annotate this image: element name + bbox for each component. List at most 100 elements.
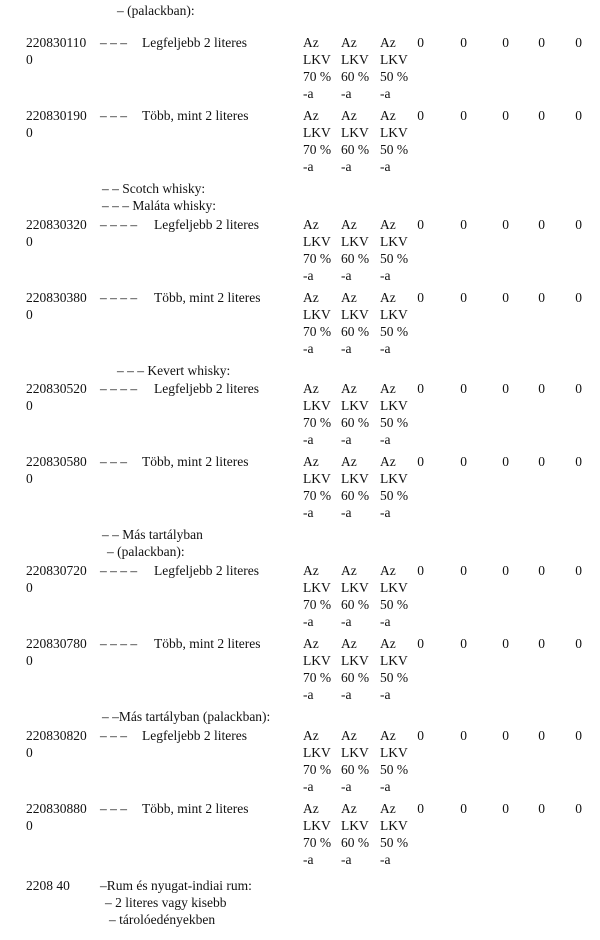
rate-line: Az (303, 801, 319, 816)
rate-line: LKV (303, 818, 331, 833)
rate-line: -a (303, 86, 314, 101)
rate-line: LKV (341, 580, 369, 595)
tariff-code-main: 220830110 (26, 35, 87, 50)
rate-line: -a (303, 159, 314, 174)
rate-percent: 70 % (303, 835, 332, 850)
indent-dashes: – – – (100, 801, 127, 816)
rate-line: -a (341, 432, 352, 447)
rum-heading-line1: –Rum és nyugat-indiai rum: (100, 878, 252, 893)
rate-zero-cell: 0 (417, 636, 424, 651)
rate-percent: 60 % (341, 415, 370, 430)
rate-line: LKV (303, 471, 331, 486)
rate-zero-cell: 0 (502, 381, 509, 396)
tariff-code-main: 220830190 (26, 108, 87, 123)
rate-line: -a (341, 268, 352, 283)
rate-zero-cell: 0 (575, 290, 582, 305)
tariff-description: Több, mint 2 literes (154, 290, 261, 305)
rate-line: -a (341, 852, 352, 867)
rate-line: Az (341, 728, 357, 743)
tariff-code-suffix: 0 (26, 398, 33, 413)
rate-line: LKV (341, 471, 369, 486)
rate-zero-cell: 0 (502, 35, 509, 50)
tariff-code-main: 220830380 (26, 290, 87, 305)
rate-zero-cell: 0 (502, 636, 509, 651)
rate-line: Az (341, 290, 357, 305)
rate-zero-cell: 0 (502, 563, 509, 578)
rate-line: Az (303, 454, 319, 469)
rate-zero-cell: 0 (460, 381, 467, 396)
rate-line: LKV (303, 307, 331, 322)
rate-percent: 60 % (341, 762, 370, 777)
rate-line: -a (380, 505, 391, 520)
rate-zero-cell: 0 (460, 728, 467, 743)
rate-line: -a (303, 432, 314, 447)
rate-percent: 60 % (341, 142, 370, 157)
rate-zero-cell: 0 (575, 217, 582, 232)
rate-zero-cell: 0 (575, 563, 582, 578)
rate-line: LKV (303, 234, 331, 249)
tariff-code-main: 220830520 (26, 381, 87, 396)
indent-dashes: – – – – (100, 217, 138, 232)
tariff-description: Legfeljebb 2 literes (154, 563, 259, 578)
rate-zero-cell: 0 (417, 563, 424, 578)
tariff-code-suffix: 0 (26, 471, 33, 486)
rate-line: -a (303, 614, 314, 629)
rate-line: -a (380, 779, 391, 794)
rate-line: LKV (303, 52, 331, 67)
rate-percent: 60 % (341, 670, 370, 685)
rate-zero-cell: 0 (417, 108, 424, 123)
rate-line: Az (341, 454, 357, 469)
tariff-code-suffix: 0 (26, 818, 33, 833)
rate-percent: 70 % (303, 69, 332, 84)
rate-percent: 50 % (380, 835, 409, 850)
rate-line: LKV (341, 307, 369, 322)
tariff-description: Legfeljebb 2 literes (154, 381, 259, 396)
rate-percent: 60 % (341, 69, 370, 84)
rate-zero-cell: 0 (460, 108, 467, 123)
rate-line: -a (341, 614, 352, 629)
tariff-description: Több, mint 2 literes (154, 636, 261, 651)
rate-line: -a (303, 268, 314, 283)
rate-line: LKV (341, 745, 369, 760)
rate-line: Az (380, 728, 396, 743)
rate-line: -a (341, 159, 352, 174)
rate-line: Az (341, 35, 357, 50)
rate-line: -a (380, 159, 391, 174)
rate-percent: 70 % (303, 670, 332, 685)
tariff-description: Több, mint 2 literes (142, 801, 249, 816)
rate-line: -a (380, 432, 391, 447)
rate-line: Az (380, 801, 396, 816)
rate-line: Az (303, 290, 319, 305)
rate-line: -a (341, 341, 352, 356)
heading-text: – – – Kevert whisky: (117, 363, 231, 378)
tariff-code-main: 220830720 (26, 563, 87, 578)
rate-zero-cell: 0 (575, 801, 582, 816)
tariff-code: 220830880 0 (26, 800, 100, 834)
rate-line: -a (380, 341, 391, 356)
rate-line: -a (380, 614, 391, 629)
tariff-code-main: 220830880 (26, 801, 87, 816)
rum-heading-line3: – tárolóedényekben (109, 912, 216, 927)
rate-line: Az (380, 290, 396, 305)
rate-line: LKV (380, 653, 408, 668)
rate-line: Az (341, 636, 357, 651)
rate-line: -a (303, 779, 314, 794)
rate-line: LKV (341, 234, 369, 249)
rate-line: Az (303, 381, 319, 396)
indent-dashes: – – – – (100, 563, 138, 578)
rate-line: -a (380, 687, 391, 702)
heading-text: – – – Maláta whisky: (102, 198, 216, 213)
rate-zero-cell: 0 (417, 290, 424, 305)
rate-zero-cell: 0 (502, 454, 509, 469)
